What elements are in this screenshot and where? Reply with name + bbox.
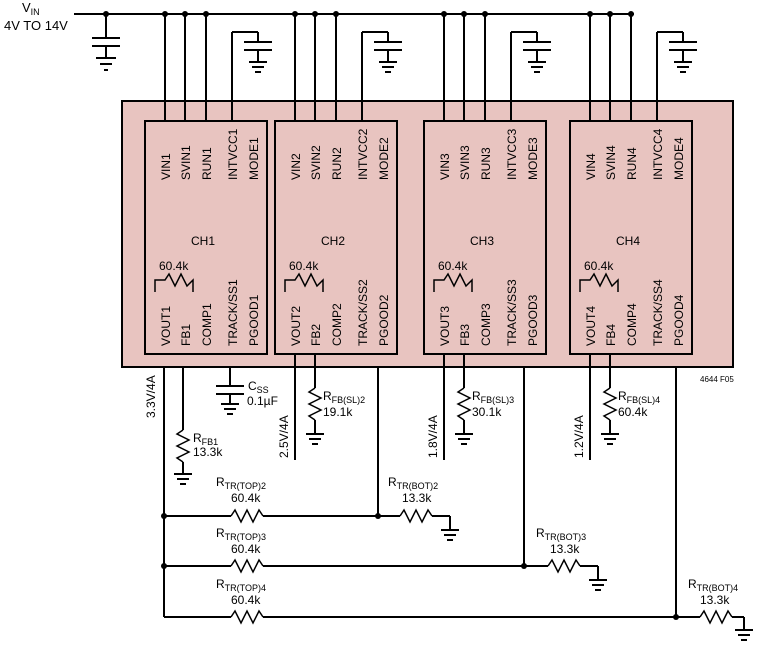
css-label: CSS — [248, 379, 269, 395]
pin-label-top: VIN2 — [289, 153, 303, 180]
pin-label-bottom: TRACK/SS3 — [505, 279, 519, 346]
ch4-output-label: 1.2V/4A — [572, 415, 586, 458]
pin-label-bottom: TRACK/SS4 — [651, 279, 665, 346]
rtrbot2-value: 13.3k — [402, 491, 432, 505]
channel-name: CH2 — [321, 234, 345, 248]
rfb1-value: 13.3k — [193, 445, 223, 459]
pin-label-top: SVIN2 — [309, 145, 323, 180]
pin-label-top: VIN3 — [438, 153, 452, 180]
internal-resistor-value: 60.4k — [584, 259, 614, 273]
pin-label-bottom: VOUT3 — [438, 306, 452, 346]
internal-resistor-value: 60.4k — [159, 259, 189, 273]
pin-label-top: VIN4 — [584, 153, 598, 180]
pin-label-bottom: VOUT1 — [159, 306, 173, 346]
internal-resistor — [579, 272, 619, 292]
pin-label-bottom: FB2 — [309, 324, 323, 346]
pin-label-bottom: VOUT4 — [584, 306, 598, 346]
ch3-output-label: 1.8V/4A — [426, 415, 440, 458]
pin-label-top: SVIN3 — [458, 145, 472, 180]
ch1-output-network — [163, 367, 192, 617]
css-value: 0.1µF — [247, 394, 278, 408]
rtrbot4-value: 13.3k — [700, 593, 730, 607]
pin-label-bottom: COMP4 — [625, 303, 639, 346]
intvcc-capacitor-1 — [231, 31, 272, 121]
pin-label-top: INTVCC1 — [226, 128, 240, 180]
rfb1-label: RFB1 — [193, 431, 218, 447]
pin-label-bottom: PGOOD2 — [377, 294, 391, 346]
pin-label-bottom: PGOOD3 — [526, 294, 540, 346]
pin-label-top: MODE1 — [247, 137, 261, 180]
rfbsl3-value: 30.1k — [472, 405, 502, 419]
pin-label-top: SVIN4 — [604, 145, 618, 180]
pin-label-top: MODE2 — [377, 137, 391, 180]
rfbsl2-label: RFB(SL)2 — [323, 389, 365, 405]
pin-label-bottom: PGOOD1 — [247, 294, 261, 346]
rtrbot4-label: RTR(BOT)4 — [688, 577, 738, 593]
ch2-output-network: 2.5V/4A RFB(SL)219.1k — [277, 354, 365, 460]
pin-label-top: SVIN1 — [179, 145, 193, 180]
internal-resistor — [154, 272, 194, 292]
pin-label-top: RUN3 — [479, 147, 493, 180]
pin-label-top: RUN2 — [330, 147, 344, 180]
channel-name: CH4 — [616, 234, 640, 248]
pin-label-bottom: TRACK/SS1 — [226, 279, 240, 346]
pin-label-bottom: TRACK/SS2 — [356, 279, 370, 346]
pin-label-top: MODE3 — [526, 137, 540, 180]
ch1-output-label: 3.3V/4A — [144, 375, 158, 418]
pin-label-top: INTVCC4 — [651, 128, 665, 180]
internal-resistor-value: 60.4k — [289, 259, 319, 273]
ch4-output-network: 1.2V/4A RFB(SL)460.4k — [572, 354, 660, 460]
rtrbot3-value: 13.3k — [550, 542, 580, 556]
pin-label-top: INTVCC2 — [356, 128, 370, 180]
rfbsl4-value: 60.4k — [618, 405, 648, 419]
pin-label-bottom: COMP3 — [479, 303, 493, 346]
rfbsl4-label: RFB(SL)4 — [618, 389, 660, 405]
intvcc-capacitor-4 — [656, 31, 697, 121]
internal-resistor — [284, 272, 324, 292]
internal-resistor-value: 60.4k — [438, 259, 468, 273]
ch2-output-label: 2.5V/4A — [277, 415, 291, 458]
pin-label-bottom: PGOOD4 — [672, 294, 686, 346]
pin-label-top: RUN4 — [625, 147, 639, 180]
tracking-network — [161, 367, 753, 641]
intvcc-capacitor-2 — [361, 31, 402, 121]
rtrbot3-label: RTR(BOT)3 — [536, 526, 586, 542]
pin-label-bottom: VOUT2 — [289, 306, 303, 346]
rtrtop3-value: 60.4k — [231, 542, 261, 556]
part-code: 4644 F05 — [700, 375, 734, 384]
input-capacitor — [92, 11, 120, 71]
rtrtop3-label: RTR(TOP)3 — [216, 526, 266, 542]
rtrbot2-label: RTR(BOT)2 — [388, 475, 438, 491]
rfbsl3-label: RFB(SL)3 — [472, 389, 514, 405]
rtrtop2-value: 60.4k — [231, 491, 261, 505]
rfbsl2-value: 19.1k — [323, 405, 353, 419]
css-capacitor — [216, 367, 244, 415]
vin-range: 4V TO 14V — [4, 18, 68, 33]
pin-label-top: INTVCC3 — [505, 128, 519, 180]
pin-label-top: RUN1 — [200, 147, 214, 180]
intvcc-capacitor-3 — [510, 31, 551, 121]
pin-label-bottom: FB3 — [458, 324, 472, 346]
pin-label-bottom: FB4 — [604, 324, 618, 346]
vin-label: VIN — [22, 0, 40, 17]
pin-label-top: VIN1 — [159, 153, 173, 180]
pin-label-bottom: COMP2 — [330, 303, 344, 346]
rtrtop2-label: RTR(TOP)2 — [216, 475, 266, 491]
rtrtop4-value: 60.4k — [231, 593, 261, 607]
pin-label-bottom: COMP1 — [200, 303, 214, 346]
rtrtop4-label: RTR(TOP)4 — [216, 577, 266, 593]
channel-name: CH3 — [470, 234, 494, 248]
channel-name: CH1 — [191, 234, 215, 248]
pin-label-top: MODE4 — [672, 137, 686, 180]
ch3-output-network: 1.8V/4A RFB(SL)330.1k — [426, 354, 514, 460]
internal-resistor — [433, 272, 473, 292]
pin-label-bottom: FB1 — [179, 324, 193, 346]
